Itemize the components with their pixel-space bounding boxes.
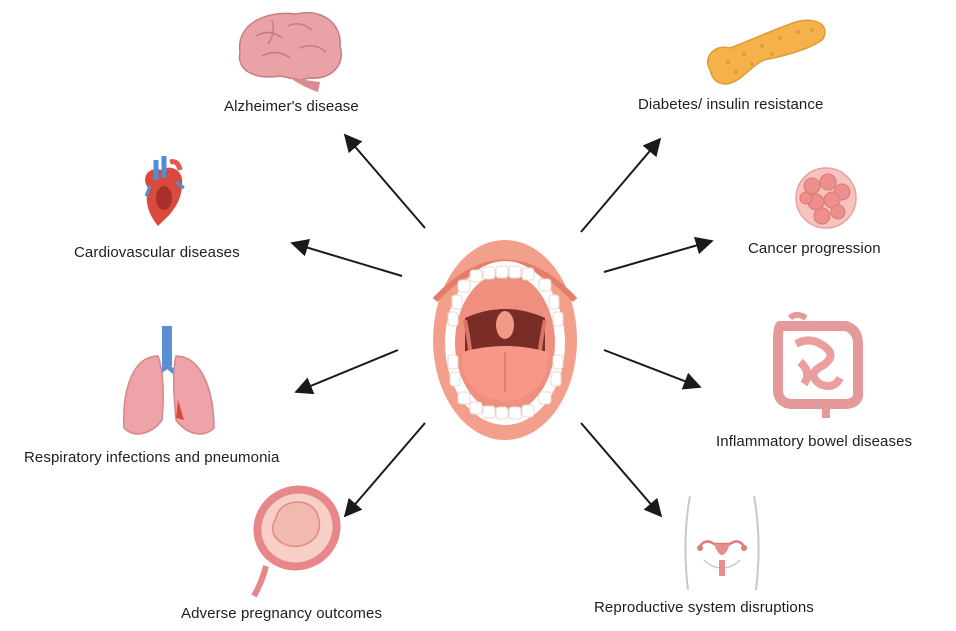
label-alzheimers: Alzheimer's disease <box>224 98 359 115</box>
label-cardiovascular: Cardiovascular diseases <box>74 244 240 261</box>
arrow-to-ibd <box>604 350 700 387</box>
arrow-to-pregnancy <box>345 423 425 516</box>
pancreas-icon <box>708 20 825 84</box>
lungs-icon <box>124 326 214 434</box>
arrow-to-cardiovascular <box>292 243 402 276</box>
label-respiratory: Respiratory infections and pneumonia <box>24 449 279 466</box>
label-diabetes: Diabetes/ insulin resistance <box>638 96 823 113</box>
intestines-icon <box>778 315 858 418</box>
reproductive-system-icon <box>685 496 758 590</box>
arrow-to-diabetes <box>581 139 660 232</box>
label-pregnancy: Adverse pregnancy outcomes <box>181 605 382 622</box>
label-ibd: Inflammatory bowel diseases <box>716 433 912 450</box>
arrow-to-reproductive <box>581 423 661 516</box>
brain-icon <box>239 13 341 92</box>
arrow-to-alzheimers <box>345 135 425 228</box>
heart-icon <box>145 156 184 226</box>
cancer-cell-icon <box>796 168 856 228</box>
mouth-icon <box>433 240 577 440</box>
label-reproductive: Reproductive system disruptions <box>594 599 814 616</box>
arrow-to-respiratory <box>296 350 398 392</box>
pregnancy-uterus-icon <box>238 470 355 596</box>
arrow-to-cancer <box>604 241 712 272</box>
label-cancer: Cancer progression <box>748 240 881 257</box>
